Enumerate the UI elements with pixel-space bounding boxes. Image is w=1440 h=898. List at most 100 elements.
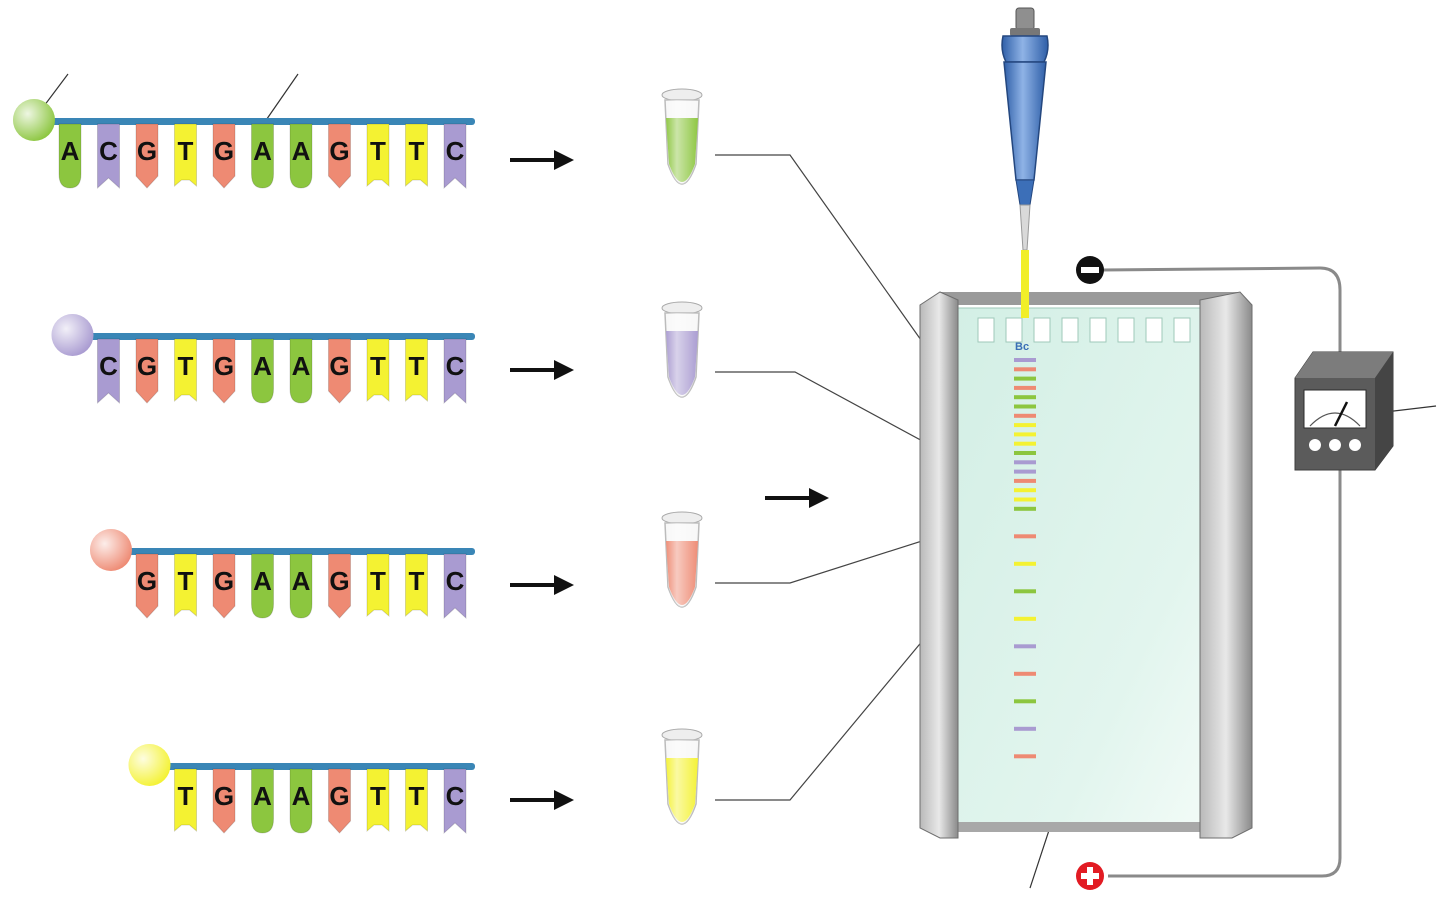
base-tag-g [328, 123, 351, 189]
base-letter: A [253, 566, 272, 596]
gel-band [1014, 671, 1036, 676]
base-tag-c [443, 768, 467, 835]
dna-backbone [78, 333, 475, 340]
gel-well [1173, 317, 1191, 343]
right-arrow-icon [510, 790, 574, 810]
pipette-tip [1019, 204, 1031, 251]
base-letter: T [178, 351, 194, 381]
base-letter: G [214, 136, 234, 166]
dye-highlight [90, 529, 132, 571]
gel-band [1014, 460, 1036, 465]
base-tag-g [328, 768, 351, 834]
power-supply-side [1375, 352, 1393, 470]
base-tag-t [405, 338, 428, 403]
gel-band [1014, 358, 1036, 362]
plus-icon-v [1087, 867, 1093, 885]
tube-highlight [665, 523, 699, 607]
base-tag-c [443, 553, 467, 620]
base-tag-g [212, 338, 236, 404]
gel-band [1014, 395, 1036, 400]
base-tag-g [212, 768, 236, 834]
gel-band [1014, 561, 1036, 566]
gel-band [1014, 423, 1036, 428]
base-letter: T [409, 351, 425, 381]
gel-wells [977, 317, 1191, 343]
lane-label: Bc [1015, 341, 1029, 353]
right-arrow-icon [510, 150, 574, 170]
tube-cap [661, 728, 703, 742]
base-letter: A [292, 781, 311, 811]
gel-band [1014, 432, 1036, 437]
tube-cap [661, 88, 703, 102]
base-tag-c [443, 338, 467, 405]
base-letter: A [292, 136, 311, 166]
pipette-top [1001, 35, 1049, 63]
base-tag-a [289, 338, 313, 404]
gel-band [1014, 726, 1036, 731]
base-letter: T [178, 781, 194, 811]
arrow-head [554, 790, 574, 810]
base-letter: C [99, 136, 118, 166]
pipette-body [1003, 61, 1047, 181]
base-letter: G [214, 566, 234, 596]
base-letter: A [253, 351, 272, 381]
base-tag-t [174, 768, 197, 833]
gel-band [1014, 376, 1036, 381]
knob [1329, 439, 1341, 451]
gel-bands [1014, 358, 1036, 759]
right-arrow-icon [765, 488, 829, 508]
gel-well [1145, 317, 1163, 343]
tube-highlight [665, 313, 699, 397]
sample-tube [661, 88, 703, 185]
gel-well [977, 317, 995, 343]
base-tag-t [405, 553, 428, 618]
pipette-plunger [1015, 7, 1035, 31]
arrow-head [554, 150, 574, 170]
base-tag-g [328, 338, 351, 404]
gel-top-rail [920, 292, 1252, 305]
base-letter: G [329, 351, 349, 381]
gel-band [1014, 488, 1036, 493]
negative-electrode [1076, 256, 1104, 284]
power-supply [1294, 351, 1394, 471]
base-tag-t [366, 553, 390, 618]
arrow-head [554, 360, 574, 380]
meter-needle [1333, 401, 1349, 427]
gel-band [1014, 441, 1036, 446]
sample-tube [661, 728, 703, 825]
base-letter: T [409, 136, 425, 166]
gel-bottom-rail [955, 822, 1205, 832]
arrow-head [809, 488, 829, 508]
base-tag-a [251, 338, 274, 404]
gel-band [1014, 616, 1036, 621]
electrode-wire [1101, 266, 1342, 878]
base-letter: C [446, 566, 465, 596]
base-letter: A [61, 136, 80, 166]
base-letter: T [409, 781, 425, 811]
gel-band [1014, 644, 1036, 649]
gel-well [1033, 317, 1051, 343]
left-frame [919, 291, 959, 839]
base-tag-t [366, 338, 390, 403]
gel-apparatus: Bc [919, 291, 1253, 839]
pipette [1001, 7, 1049, 318]
gel-band [1014, 385, 1036, 390]
base-tag-c [97, 123, 120, 190]
gel-band [1014, 469, 1036, 474]
sample-tube [661, 511, 703, 608]
gel-band [1014, 478, 1036, 483]
gel-band [1014, 451, 1036, 455]
base-letter: C [99, 351, 118, 381]
positive-wire [1108, 468, 1342, 878]
base-tag-t [366, 768, 390, 833]
meter-scale [1309, 412, 1361, 427]
gel-band [1014, 497, 1036, 502]
base-letter: G [329, 781, 349, 811]
gel-band [1014, 367, 1036, 372]
base-letter: T [370, 566, 386, 596]
tube-highlight [665, 740, 699, 824]
gel-band [1014, 589, 1036, 594]
